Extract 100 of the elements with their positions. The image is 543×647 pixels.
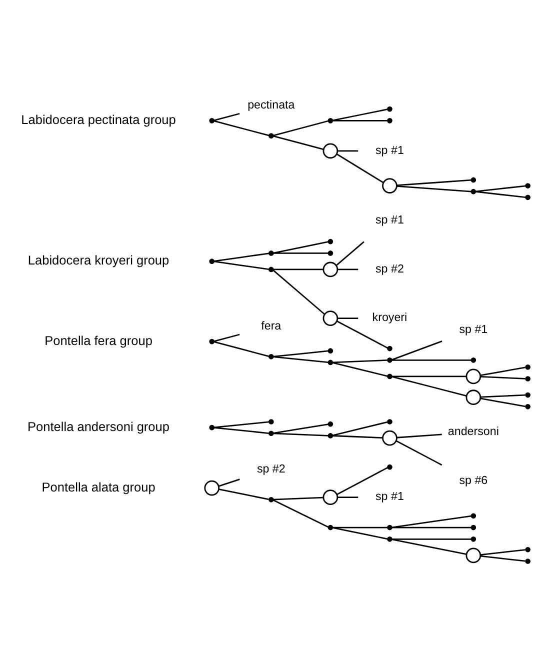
node-point — [525, 392, 530, 398]
node-point — [268, 266, 274, 272]
node-circle — [466, 547, 482, 563]
node-circle — [322, 261, 338, 277]
connector — [392, 358, 472, 360]
node-point — [470, 176, 476, 182]
node-circle — [322, 310, 338, 326]
node-point — [525, 182, 530, 188]
label: Pontella andersoni group — [28, 418, 170, 434]
node-circle — [382, 430, 398, 446]
connector — [392, 526, 472, 528]
connector — [332, 119, 388, 121]
connector — [273, 134, 324, 150]
connector — [480, 366, 526, 376]
connector — [214, 340, 269, 357]
node-point — [209, 258, 215, 264]
connector — [214, 120, 269, 136]
connector — [392, 340, 442, 360]
node-point — [525, 403, 530, 409]
connector — [480, 554, 526, 562]
node-point — [387, 524, 392, 530]
node-point — [470, 524, 476, 530]
connector — [273, 356, 328, 363]
node-point — [268, 496, 274, 502]
node-point — [470, 512, 476, 518]
connector — [338, 317, 358, 318]
connector — [214, 333, 240, 342]
node-point — [209, 338, 215, 344]
connector — [396, 433, 442, 438]
node-point — [268, 430, 274, 436]
node-text: fera — [261, 318, 282, 332]
node-point — [209, 424, 215, 430]
connector — [392, 376, 466, 396]
node-text: sp #2 — [376, 262, 404, 275]
connector — [332, 420, 388, 436]
label: Pontella fera group — [44, 332, 152, 348]
node-text: andersoni — [448, 424, 499, 438]
connector — [214, 420, 269, 428]
node-point — [328, 118, 334, 123]
node-point — [328, 359, 334, 365]
node-circle — [204, 480, 220, 496]
node-point — [328, 420, 334, 426]
connector — [332, 434, 383, 438]
connector — [332, 526, 388, 540]
node-text: sp #6 — [459, 473, 488, 486]
node-text: sp #2 — [256, 462, 286, 475]
connector — [272, 269, 325, 314]
node-text: sp #1 — [376, 490, 404, 503]
node-point — [328, 432, 334, 438]
connector — [214, 426, 269, 434]
node-point — [470, 188, 476, 194]
node-point — [525, 558, 530, 564]
node-point — [387, 356, 392, 362]
connector — [396, 185, 472, 192]
node-point — [268, 250, 274, 256]
label: Labidocera pectinata group — [21, 111, 176, 126]
connector — [336, 320, 388, 348]
node-point — [387, 464, 392, 470]
connector — [336, 466, 388, 495]
node-point — [387, 536, 392, 542]
node-point — [328, 348, 334, 354]
node-point — [268, 354, 274, 359]
connector — [332, 526, 388, 528]
node-point — [387, 345, 392, 351]
connector — [338, 150, 358, 152]
node-point — [328, 250, 334, 256]
connector — [480, 376, 526, 379]
connector — [273, 350, 328, 357]
connector — [396, 178, 472, 186]
connector — [476, 184, 526, 192]
node-text: sp #1 — [459, 322, 488, 336]
node-circle — [382, 178, 398, 193]
connector — [273, 496, 324, 500]
node-point — [387, 373, 392, 379]
connector — [214, 252, 269, 262]
connector — [273, 120, 328, 136]
connector — [392, 514, 472, 528]
connector — [273, 499, 328, 528]
connector — [480, 394, 526, 398]
connector — [332, 108, 388, 121]
connector — [476, 190, 526, 198]
connector — [332, 359, 388, 363]
node-point — [525, 546, 530, 552]
node-circle — [322, 142, 338, 158]
node-circle — [466, 389, 482, 405]
label: Labidocera kroyeri group — [28, 252, 170, 268]
node-point — [387, 118, 392, 123]
connector — [332, 362, 388, 376]
node-point — [525, 194, 530, 200]
connector — [273, 240, 328, 254]
connector — [273, 423, 328, 434]
connector — [338, 268, 358, 270]
node-point — [525, 364, 530, 370]
node-point — [268, 418, 274, 424]
connector — [273, 432, 328, 436]
node-circle — [322, 489, 338, 504]
connector — [392, 538, 466, 554]
connector — [480, 548, 526, 555]
node-circle — [466, 368, 482, 384]
node-point — [328, 524, 334, 530]
